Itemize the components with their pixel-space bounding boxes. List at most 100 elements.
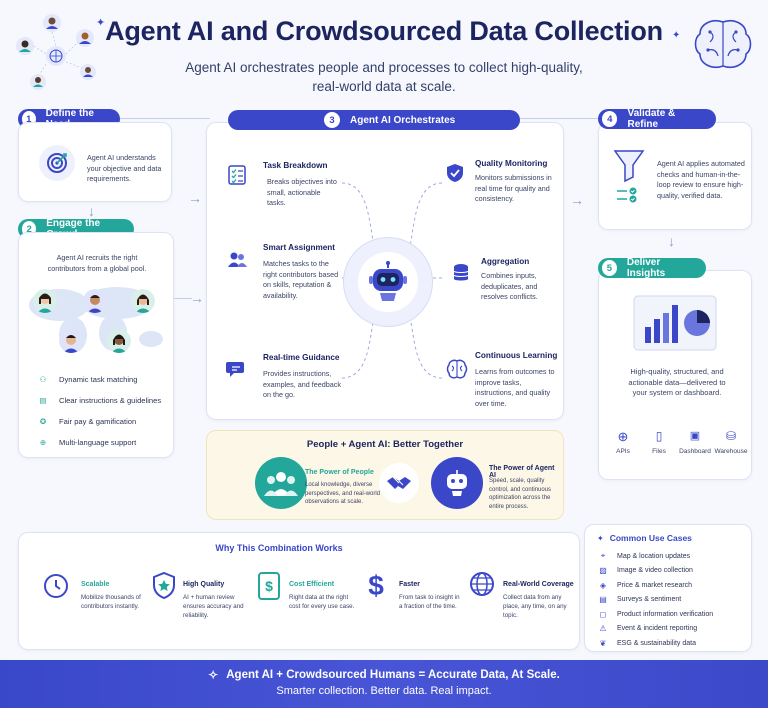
dashboard-output: ▣ Dashboard — [678, 429, 712, 458]
medal-icon: ✪ — [39, 417, 47, 426]
define-need-text: Agent AI understands your objective and … — [87, 153, 162, 183]
why-card: Why This Combination Works Scalable Mobi… — [18, 532, 580, 650]
people-group-icon — [255, 457, 307, 509]
use-cases-list: ⌖Map & location updates ▨Image & video c… — [597, 549, 747, 651]
footer-line-1: Agent AI + Crowdsourced Humans = Accurat… — [226, 669, 560, 681]
people-power-text: Local knowledge, diverse perspectives, a… — [305, 482, 381, 506]
engage-crowd-card: Agent AI recruits the right contributors… — [18, 232, 174, 458]
warehouse-output: ⛁ Warehouse — [714, 429, 748, 458]
why-item-title: Real-World Coverage — [503, 581, 574, 588]
down-arrow: ↓ — [88, 203, 95, 219]
why-title: Why This Combination Works — [215, 543, 343, 553]
aggregation-text: Combines inputs, deduplicates, and resol… — [481, 271, 538, 301]
step-3-pill: 3 Agent AI Orchestrates — [228, 110, 520, 130]
file-icon: ▯ — [655, 429, 663, 443]
contributor-avatar — [33, 289, 57, 313]
realtime-guidance-title: Real-time Guidance — [263, 353, 340, 362]
quality-monitoring-title: Quality Monitoring — [475, 159, 548, 168]
people-icon: ⚇ — [39, 375, 47, 384]
use-case-item: ⌖Map & location updates — [597, 549, 747, 564]
document-icon: ▤ — [39, 396, 47, 405]
database-icon — [447, 259, 475, 287]
use-case-item: ◻ Product information verification — [597, 607, 747, 622]
validate-card: Agent AI applies automated checks and hu… — [598, 122, 752, 230]
ai-power-title: The Power of Agent AI — [489, 465, 555, 479]
svg-text:$: $ — [368, 570, 384, 601]
database-icon: ⛁ — [725, 429, 737, 443]
contributor-avatar — [83, 289, 107, 313]
better-together-card: People + Agent AI: Better Together The P… — [206, 430, 564, 520]
use-case-label: Product information verification — [617, 610, 714, 618]
alert-icon: ⚠ — [599, 624, 607, 634]
smart-assignment-text: Matches tasks to the right contributors … — [263, 259, 339, 300]
why-item-text: From task to insight in a fraction of th… — [399, 594, 460, 610]
use-case-item: ◈ Price & market research — [597, 578, 747, 593]
use-cases-card: ✦ Common Use Cases ⌖Map & location updat… — [584, 524, 752, 652]
brain-icon — [690, 16, 756, 74]
right-arrow: → — [188, 190, 202, 206]
step-number: 5 — [602, 260, 617, 276]
task-breakdown-text: Breaks objectives into small, actionable… — [267, 177, 337, 207]
task-breakdown-title: Task Breakdown — [263, 161, 328, 170]
why-item-title: Scalable — [81, 581, 110, 588]
feature-item: ✪ Fair pay & gamification — [35, 411, 171, 432]
deliver-card: High-quality, structured, and actionable… — [598, 270, 752, 480]
validate-text: Agent AI applies automated checks and hu… — [657, 159, 745, 200]
use-case-label: ESG & sustainability data — [617, 639, 696, 647]
footer-banner: ✧ Agent AI + Crowdsourced Humans = Accur… — [0, 660, 768, 708]
subtitle-line-2: real-world data at scale. — [312, 79, 456, 94]
use-case-label: Map & location updates — [617, 552, 691, 560]
use-case-item: ▨Image & video collection — [597, 564, 747, 579]
header-people-cluster — [10, 10, 110, 96]
footer-tagline: ✧ Agent AI + Crowdsourced Humans = Accur… — [0, 668, 768, 682]
why-item-title: High Quality — [183, 581, 225, 588]
output-label: Dashboard — [679, 448, 711, 455]
subtitle-line-1: Agent AI orchestrates people and process… — [185, 60, 583, 75]
quality-monitoring-text: Monitors submissions in real time for qu… — [475, 173, 552, 203]
contributor-avatar — [107, 329, 131, 353]
top-connector-line — [520, 118, 600, 119]
connector-line — [174, 298, 192, 299]
sparkle-icon: ✧ — [208, 668, 219, 682]
step-label: Validate & Refine — [627, 108, 676, 130]
aggregation-title: Aggregation — [481, 257, 530, 266]
page-title: Agent AI and Crowdsourced Data Collectio… — [105, 16, 663, 46]
api-output: ⊕ APIs — [606, 429, 640, 458]
use-cases-title: Common Use Cases — [609, 533, 692, 543]
step-label: Deliver Insights — [626, 257, 666, 279]
step-5-pill: 5 Deliver Insights — [598, 257, 706, 279]
box-icon: ◻ — [599, 609, 607, 619]
right-arrow: → — [190, 290, 204, 306]
use-case-label: Image & video collection — [617, 567, 693, 575]
filter-icon — [613, 147, 647, 203]
leaf-icon: ❦ — [599, 638, 607, 648]
ai-power-text: Speed, scale, quality control, and conti… — [489, 478, 552, 510]
down-arrow: ↓ — [668, 233, 675, 249]
dashboard-icon — [633, 295, 717, 351]
checklist-icon — [223, 161, 251, 189]
why-item-title: Cost Efficient — [289, 581, 335, 588]
contributor-avatar — [131, 289, 155, 313]
fast-dollar-icon: $ — [365, 569, 387, 606]
right-arrow: → — [570, 192, 584, 208]
dollar-doc-icon: $ — [257, 571, 281, 606]
tag-icon: ◈ — [599, 580, 607, 590]
use-case-item: ❦ ESG & sustainability data — [597, 636, 747, 651]
use-case-label: Price & market research — [617, 581, 693, 589]
files-output: ▯ Files — [642, 429, 676, 458]
feature-label: Fair pay & gamification — [59, 417, 137, 426]
globe-icon — [469, 571, 495, 602]
why-item-text: Collect data from any place, any time, o… — [503, 594, 567, 619]
orchestrate-card: Task Breakdown Breaks objectives into sm… — [206, 122, 564, 420]
why-item-text: AI + human review ensures accuracy and r… — [183, 594, 244, 619]
clock-icon — [43, 573, 69, 604]
why-item-text: Mobilize thousands of contributors insta… — [81, 594, 141, 610]
sparkle-icon: ✦ — [597, 533, 604, 543]
continuous-learning-title: Continuous Learning — [475, 351, 558, 360]
output-label: Files — [652, 448, 666, 455]
use-case-label: Surveys & sentiment — [617, 596, 682, 604]
feature-label: Multi-language support — [59, 438, 137, 447]
feature-item: ⚇Dynamic task matching — [35, 369, 171, 390]
engage-crowd-text: Agent AI recruits the right contributors… — [47, 253, 147, 273]
use-cases-header: ✦ Common Use Cases — [597, 533, 692, 543]
